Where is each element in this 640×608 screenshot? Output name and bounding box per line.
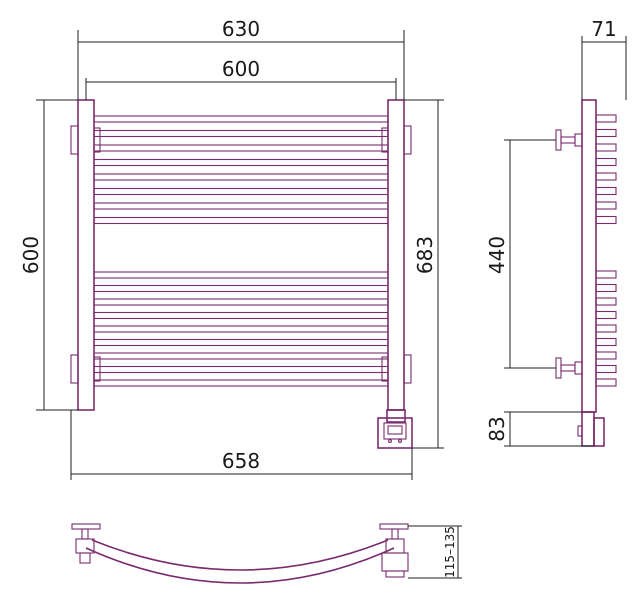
side-rail-stub xyxy=(595,201,617,210)
top-left-mount xyxy=(71,523,101,564)
front-rail xyxy=(93,298,389,306)
dim-height-right: 683 xyxy=(404,99,444,449)
heater-body xyxy=(386,409,406,423)
side-rail-stub xyxy=(595,351,617,360)
dim-heater-height: 83 xyxy=(485,411,594,447)
side-rail-stub xyxy=(595,337,617,347)
front-view xyxy=(70,99,413,449)
dim-heater-height-label: 83 xyxy=(485,416,509,441)
left-collector xyxy=(77,99,95,411)
front-rail xyxy=(93,271,389,279)
front-rail xyxy=(93,284,389,293)
front-rail xyxy=(93,311,389,320)
front-rail xyxy=(93,352,389,360)
side-rail-stub xyxy=(595,283,617,293)
dim-height-right-label: 683 xyxy=(413,236,437,274)
dim-width-outer-label: 630 xyxy=(222,17,260,41)
side-rail-stub xyxy=(595,270,617,279)
side-rail-stub xyxy=(595,324,617,333)
side-rail-stub xyxy=(595,297,617,306)
side-heater-knob xyxy=(577,425,583,437)
heater-button-left xyxy=(388,439,392,443)
front-rail xyxy=(93,202,389,210)
front-rail xyxy=(93,379,389,387)
side-rail-stub xyxy=(595,172,617,181)
side-rail-stub xyxy=(595,157,617,167)
side-rail-stub xyxy=(595,215,617,225)
dim-depth: 71 xyxy=(581,17,627,100)
front-rail xyxy=(93,173,389,181)
side-rail-stub xyxy=(595,114,617,123)
left-lower-bracket xyxy=(70,354,79,384)
side-lower-mount xyxy=(555,357,583,379)
side-view xyxy=(555,99,617,447)
dim-height-left-label: 600 xyxy=(19,236,43,274)
front-rail xyxy=(93,129,389,138)
left-upper-stub xyxy=(93,127,101,153)
heater-display-screen xyxy=(387,425,403,435)
dim-depth-label: 71 xyxy=(591,17,616,41)
side-rails xyxy=(595,114,617,387)
front-rail xyxy=(93,187,389,196)
dim-wall-offset-label: 115–135 xyxy=(443,526,457,578)
left-lower-stub xyxy=(93,356,101,382)
right-upper-bracket xyxy=(403,125,412,155)
left-upper-bracket xyxy=(70,125,79,155)
top-view xyxy=(71,523,409,584)
dim-mount-spacing-label: 440 xyxy=(485,236,509,274)
front-rail xyxy=(93,144,389,152)
dim-width-bottom-label: 658 xyxy=(222,449,260,473)
side-rail-stub xyxy=(595,364,617,374)
side-collector xyxy=(581,99,597,413)
side-heater-box xyxy=(593,417,605,447)
side-rail-stub xyxy=(595,310,617,320)
front-rail xyxy=(93,115,389,123)
dim-width-inner: 600 xyxy=(85,57,397,100)
dim-width-outer: 630 xyxy=(77,17,405,100)
heater-display xyxy=(383,422,407,440)
dim-mount-spacing: 440 xyxy=(485,139,556,369)
right-collector xyxy=(387,99,405,411)
front-rail xyxy=(93,325,389,333)
front-rail xyxy=(93,216,389,225)
side-rail-stub xyxy=(595,378,617,387)
right-lower-bracket xyxy=(403,354,412,384)
dim-wall-offset: 115–135 xyxy=(408,525,462,579)
right-lower-stub xyxy=(381,356,389,382)
side-rail-stub xyxy=(595,143,617,152)
side-rail-stub xyxy=(595,186,617,196)
side-rail-stub xyxy=(595,128,617,138)
top-right-mount xyxy=(379,523,409,578)
right-upper-stub xyxy=(381,127,389,153)
front-rail xyxy=(93,365,389,374)
heater-control-box xyxy=(377,417,413,449)
dim-height-left: 600 xyxy=(19,99,78,411)
front-rail xyxy=(93,158,389,167)
front-rails xyxy=(93,115,389,387)
top-curved-rail-outer xyxy=(85,547,395,584)
front-rail xyxy=(93,338,389,347)
dim-width-bottom: 658 xyxy=(70,410,413,480)
dim-width-inner-label: 600 xyxy=(222,57,260,81)
side-upper-mount xyxy=(555,129,583,151)
side-heater-body xyxy=(581,411,595,447)
heater-button-right xyxy=(398,439,402,443)
top-curved-rail-inner xyxy=(91,539,389,571)
